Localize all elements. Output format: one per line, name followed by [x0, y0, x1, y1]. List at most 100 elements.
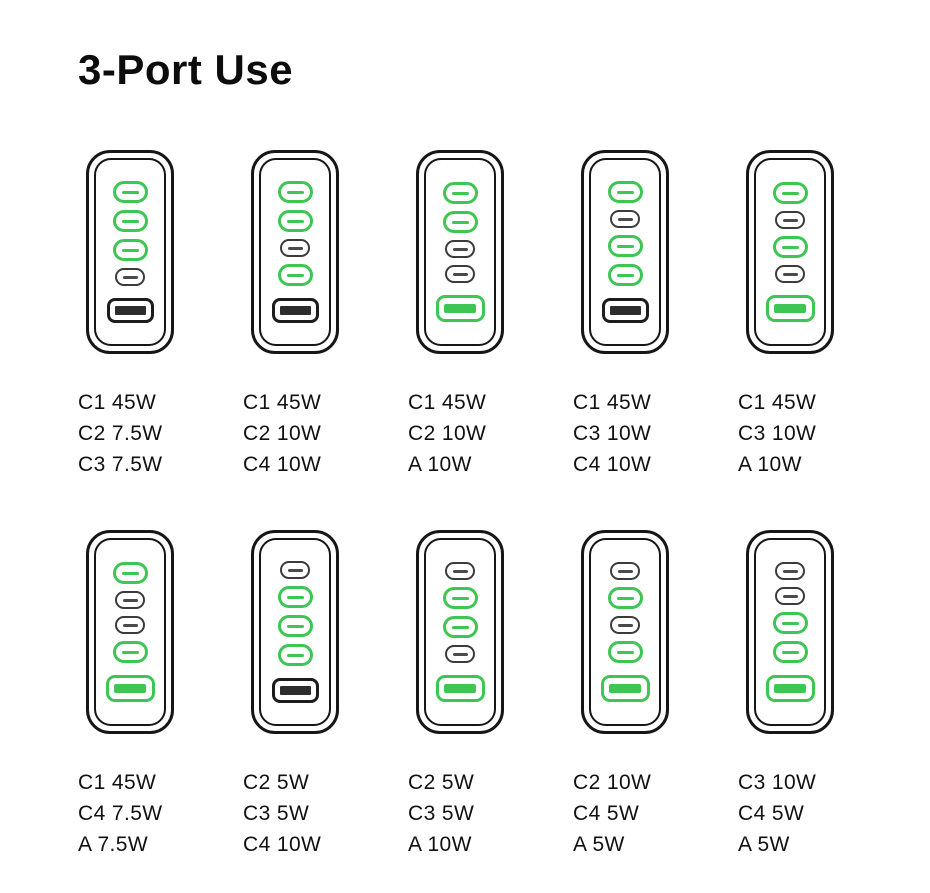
usb-c-port-c3: [277, 615, 313, 637]
usb-c-port-c1: [442, 182, 478, 204]
usb-a-pin-icon: [774, 684, 806, 693]
usb-c-pin-icon: [782, 594, 798, 598]
port-wattage-label: A 5W: [738, 833, 790, 856]
usb-c-pin-icon: [121, 190, 139, 194]
port-wattage-label: A 5W: [573, 833, 625, 856]
usb-c-port-c1: [280, 561, 310, 579]
page-title: 3-Port Use: [78, 46, 294, 93]
usb-c-port-c4: [607, 264, 643, 286]
usb-c-pin-icon: [782, 218, 798, 222]
charger-face: [424, 158, 496, 346]
usb-c-port-c4: [277, 264, 313, 286]
charger-diagram: [416, 150, 504, 354]
usb-c-pin-icon: [617, 217, 633, 221]
port-wattage-label: C2 10W: [408, 422, 487, 445]
usb-c-pin-icon: [616, 273, 634, 277]
usb-c-port-c1: [112, 562, 148, 584]
usb-a-port: [271, 298, 319, 323]
port-wattage-label: C1 45W: [243, 391, 322, 414]
port-wattage-label: C4 10W: [243, 453, 322, 476]
port-wattage-label: C2 7.5W: [78, 422, 163, 445]
usb-c-port-c1: [772, 182, 808, 204]
usb-c-pin-icon: [451, 596, 469, 600]
port-wattage-label: C1 45W: [78, 391, 157, 414]
usb-c-port-c2: [610, 210, 640, 228]
usb-a-pin-icon: [774, 304, 806, 313]
usb-c-port-c3: [607, 235, 643, 257]
usb-c-port-c3: [280, 239, 310, 257]
usb-c-pin-icon: [616, 190, 634, 194]
usb-c-pin-icon: [616, 244, 634, 248]
usb-c-pin-icon: [122, 275, 138, 279]
usb-c-port-c4: [445, 265, 475, 283]
usb-c-port-c3: [445, 240, 475, 258]
usb-c-pin-icon: [287, 246, 303, 250]
usb-c-pin-icon: [617, 623, 633, 627]
usb-c-pin-icon: [781, 621, 799, 625]
usb-a-pin-icon: [114, 306, 146, 315]
charger-diagram: [86, 530, 174, 734]
port-wattage-label: C3 10W: [738, 771, 817, 794]
charger-face: [424, 538, 496, 726]
port-wattage-label: C3 7.5W: [78, 453, 163, 476]
usb-c-port-c2: [277, 210, 313, 232]
usb-a-pin-icon: [279, 686, 311, 695]
usb-a-port: [601, 298, 649, 323]
port-wattage-label: C3 10W: [738, 422, 817, 445]
port-wattage-label: C1 45W: [408, 391, 487, 414]
charger-cell: C1 45W C2 7.5W C3 7.5W: [78, 150, 243, 480]
port-wattage-label: C3 5W: [243, 802, 310, 825]
charger-diagram: [581, 150, 669, 354]
usb-c-port-c2: [277, 586, 313, 608]
usb-a-port: [765, 295, 815, 322]
port-wattage-label: C4 10W: [573, 453, 652, 476]
usb-c-pin-icon: [287, 568, 303, 572]
charger-cell: C2 10W C4 5W A 5W: [573, 530, 738, 860]
usb-a-port: [435, 675, 485, 702]
usb-c-pin-icon: [452, 247, 468, 251]
usb-c-port-c3: [115, 616, 145, 634]
usb-a-pin-icon: [114, 684, 146, 693]
usb-c-port-c3: [772, 236, 808, 258]
usb-a-port: [105, 675, 155, 702]
usb-c-pin-icon: [616, 650, 634, 654]
charger-face: [94, 538, 166, 726]
usb-c-port-c2: [112, 210, 148, 232]
usb-a-pin-icon: [279, 306, 311, 315]
usb-c-port-c2: [775, 211, 805, 229]
usb-c-port-c2: [442, 211, 478, 233]
usb-c-pin-icon: [452, 272, 468, 276]
port-wattage-label: C4 5W: [573, 802, 640, 825]
usb-c-pin-icon: [782, 569, 798, 573]
usb-c-port-c4: [775, 265, 805, 283]
port-wattage-label: C2 10W: [573, 771, 652, 794]
usb-a-port: [765, 675, 815, 702]
usb-c-port-c1: [610, 562, 640, 580]
port-wattage-label: C3 10W: [573, 422, 652, 445]
usb-c-port-c2: [775, 587, 805, 605]
wattage-labels: C1 45W C2 7.5W C3 7.5W: [78, 387, 243, 480]
usb-c-port-c1: [277, 181, 313, 203]
usb-c-pin-icon: [286, 273, 304, 277]
charger-diagram: [581, 530, 669, 734]
charger-cell: C1 45W C2 10W C4 10W: [243, 150, 408, 480]
charger-diagram: [746, 530, 834, 734]
port-wattage-label: C1 45W: [78, 771, 157, 794]
usb-c-port-c4: [772, 641, 808, 663]
usb-c-pin-icon: [286, 219, 304, 223]
usb-c-pin-icon: [782, 272, 798, 276]
port-wattage-label: C2 5W: [408, 771, 475, 794]
charger-diagram: [86, 150, 174, 354]
usb-c-port-c1: [775, 562, 805, 580]
usb-c-port-c3: [112, 239, 148, 261]
usb-c-port-c4: [277, 644, 313, 666]
port-wattage-label: C2 10W: [243, 422, 322, 445]
